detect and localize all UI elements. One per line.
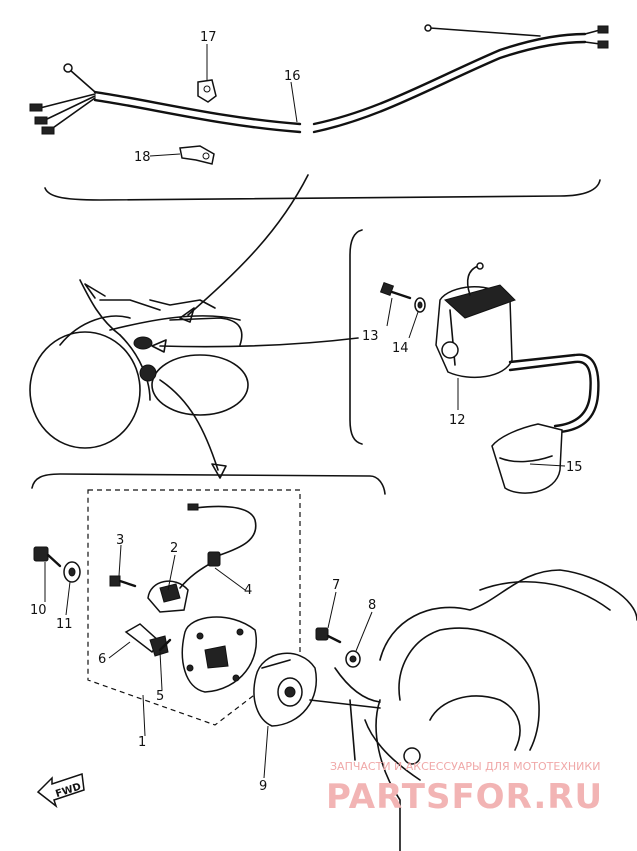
grommet-4 <box>179 503 257 589</box>
part-number-label: 16 <box>284 69 301 84</box>
screw-5 <box>158 638 172 652</box>
part-number-label: 8 <box>368 598 376 613</box>
part-number-label: 12 <box>449 413 466 428</box>
motorcycle-outline <box>29 279 249 449</box>
group-bracket-right <box>349 229 363 445</box>
part-number-label: 2 <box>170 541 178 556</box>
part-number-label: 15 <box>566 460 583 475</box>
part-number-label: 1 <box>138 735 146 750</box>
part-number-label: 17 <box>200 30 217 45</box>
part-number-label: 11 <box>56 617 73 632</box>
part-number-label: 6 <box>98 652 106 667</box>
part-number-label: 18 <box>134 150 151 165</box>
part-leader-lines <box>44 44 566 779</box>
watermark-brand: PARTSFOR.RU <box>326 777 603 817</box>
part-number-label: 13 <box>362 329 379 344</box>
source-coil-2 <box>147 580 189 613</box>
wire-harness <box>29 24 609 135</box>
leader-arrows <box>151 174 359 479</box>
part-number-label: 7 <box>332 578 340 593</box>
part-number-label: 10 <box>30 603 47 618</box>
part-number-label: 9 <box>259 779 267 794</box>
bolt-13 <box>379 281 412 300</box>
part-number-label: 14 <box>392 341 409 356</box>
forward-direction-arrow: FWD <box>36 772 85 809</box>
engine-case-outline <box>309 569 637 851</box>
watermark-tagline: ЗАПЧАСТИ И АКСЕССУАРЫ ДЛЯ МОТОТЕХНИКИ <box>330 760 600 773</box>
washer-14 <box>414 297 426 313</box>
wire-clamp-18 <box>179 145 215 165</box>
part-number-label: 5 <box>156 689 164 704</box>
bolt-10 <box>33 546 62 568</box>
washer-11 <box>63 561 81 583</box>
group-bracket-top <box>44 179 601 201</box>
stator-plate <box>181 616 257 693</box>
spark-plug-cap-15 <box>491 353 600 494</box>
pulser-coil-6 <box>124 623 169 657</box>
bolt-7 <box>315 627 342 644</box>
nut-8 <box>345 650 361 668</box>
screw-3 <box>109 575 137 588</box>
flywheel-rotor-9 <box>253 652 318 727</box>
wire-clamp-17 <box>197 79 217 103</box>
ignition-coil-12 <box>435 262 516 379</box>
part-number-labels: 17 16 18 13 14 12 15 3 2 4 6 5 1 10 11 7… <box>30 30 583 794</box>
group-bracket-bottom <box>31 473 386 495</box>
watermark: ЗАПЧАСТИ И АКСЕССУАРЫ ДЛЯ МОТОТЕХНИКИ PA… <box>326 760 603 817</box>
part-number-label: 4 <box>244 583 252 598</box>
part-number-label: 3 <box>116 533 124 548</box>
